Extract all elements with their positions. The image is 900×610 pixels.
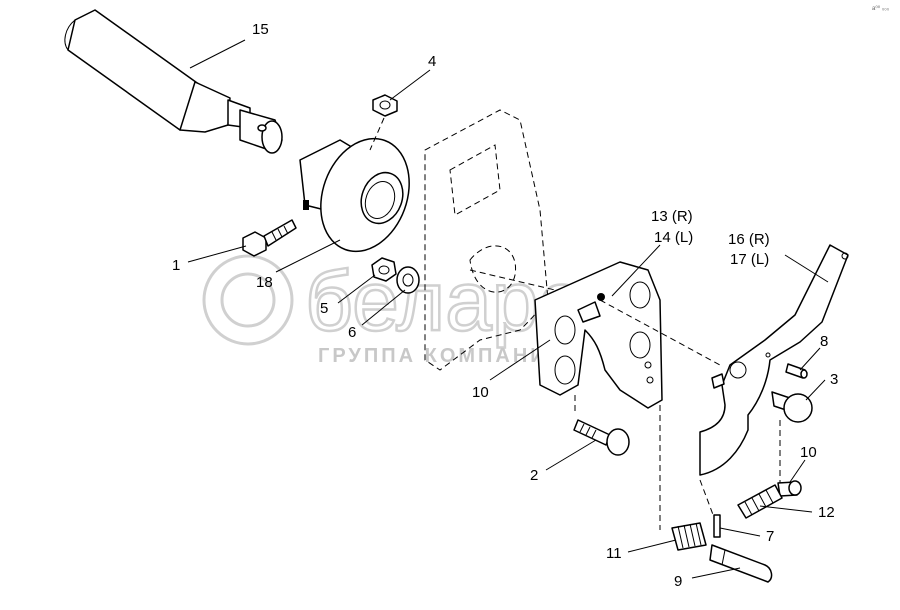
watermark-logo-ring — [202, 254, 294, 346]
callout-5: 5 — [320, 300, 328, 317]
part-10-pin — [777, 480, 802, 497]
part-16-17-lever — [699, 244, 849, 476]
part-6-washer — [396, 266, 420, 294]
callout-4: 4 — [428, 53, 436, 70]
part-8-pin — [785, 363, 808, 379]
part-7-pin — [713, 514, 721, 538]
part-12-spring — [737, 484, 783, 519]
callout-13-r: 13 (R) — [651, 208, 693, 225]
part-13-14-bracket — [534, 261, 663, 409]
callout-14-l: 14 (L) — [654, 229, 693, 246]
callout-15: 15 — [252, 21, 269, 38]
callout-2: 2 — [530, 467, 538, 484]
callout-10-a: 10 — [472, 384, 489, 401]
part-18-flange-bushing — [299, 137, 410, 253]
watermark-subtitle: ГРУППА КОМПАНИЙ — [318, 343, 565, 367]
part-15-tube — [64, 9, 283, 154]
callout-8: 8 — [820, 333, 828, 350]
corner-mark: a⁰⁰ ₀₀₀ — [872, 5, 890, 12]
part-4-nut — [369, 94, 398, 151]
callout-16-r: 16 (R) — [728, 231, 770, 248]
callout-3: 3 — [830, 371, 838, 388]
callout-12: 12 — [818, 504, 835, 521]
callout-6: 6 — [348, 324, 356, 341]
callout-10-b: 10 — [800, 444, 817, 461]
part-9-pin — [709, 544, 773, 583]
callout-18: 18 — [256, 274, 273, 291]
part-11-spring — [671, 522, 707, 551]
callout-labels: 15 4 1 18 5 6 13 (R) 14 (L) 10 16 (R) 17… — [172, 21, 838, 590]
ghost-mounting-plate — [424, 109, 549, 371]
watermark-logo-inner-ring — [220, 272, 276, 328]
part-1-bolt — [242, 219, 297, 257]
alignment-lines — [469, 269, 781, 530]
leader-lines — [187, 39, 829, 579]
part-2-screw — [573, 419, 630, 456]
part-3-shoulder-bolt — [771, 391, 813, 423]
callout-17-l: 17 (L) — [730, 251, 769, 268]
callout-11: 11 — [606, 545, 622, 562]
callout-1: 1 — [172, 257, 180, 274]
callout-9: 9 — [674, 573, 682, 590]
callout-7: 7 — [766, 528, 774, 545]
part-5-nut — [371, 257, 397, 282]
